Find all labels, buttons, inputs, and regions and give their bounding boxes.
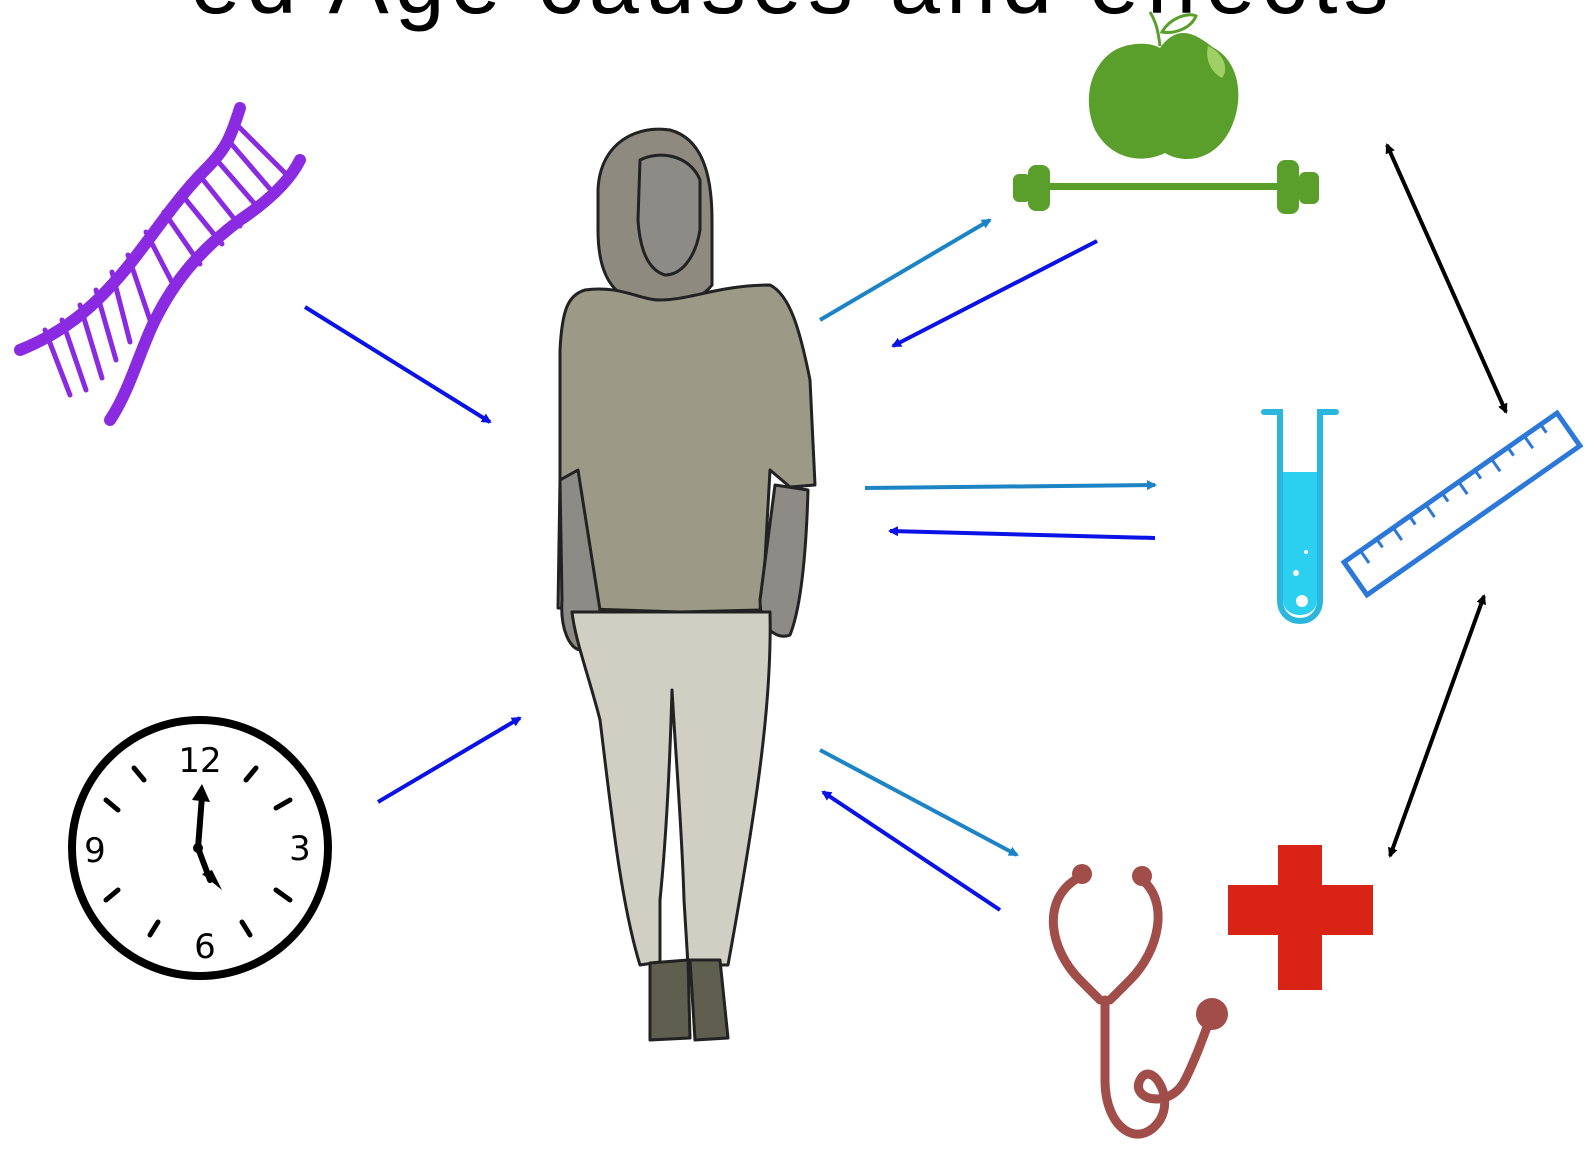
ruler-icon xyxy=(1344,413,1580,595)
clock-numeral-12: 12 xyxy=(178,741,221,781)
arrow-person-to-medical xyxy=(820,750,1017,855)
arrow-person-to-lab xyxy=(865,485,1155,488)
apple-and-dumbbell-icon xyxy=(1013,12,1319,214)
clock-icon: 12 3 6 9 xyxy=(72,720,328,976)
face xyxy=(638,155,700,275)
arrow-measure-medical xyxy=(1390,596,1484,856)
arrow-medical-to-person xyxy=(823,792,1000,910)
test-tube-icon xyxy=(1264,412,1336,621)
clock-numeral-9: 9 xyxy=(84,831,106,871)
clock-numeral-6: 6 xyxy=(194,927,216,967)
dna-helix-icon xyxy=(20,108,300,420)
woman-silhouette xyxy=(558,129,815,1040)
pants xyxy=(572,612,770,965)
arrow-clock-to-person xyxy=(378,718,520,802)
arrow-lab-to-person xyxy=(890,531,1155,538)
arrow-lifestyle-measure xyxy=(1387,145,1506,412)
arrow-person-to-lifestyle xyxy=(820,220,990,320)
left-boot xyxy=(650,960,690,1040)
right-boot xyxy=(690,960,728,1040)
stethoscope-and-red-cross-icon xyxy=(1053,845,1373,1134)
clock-numeral-3: 3 xyxy=(289,829,311,869)
arrow-dna-to-person xyxy=(305,307,490,422)
